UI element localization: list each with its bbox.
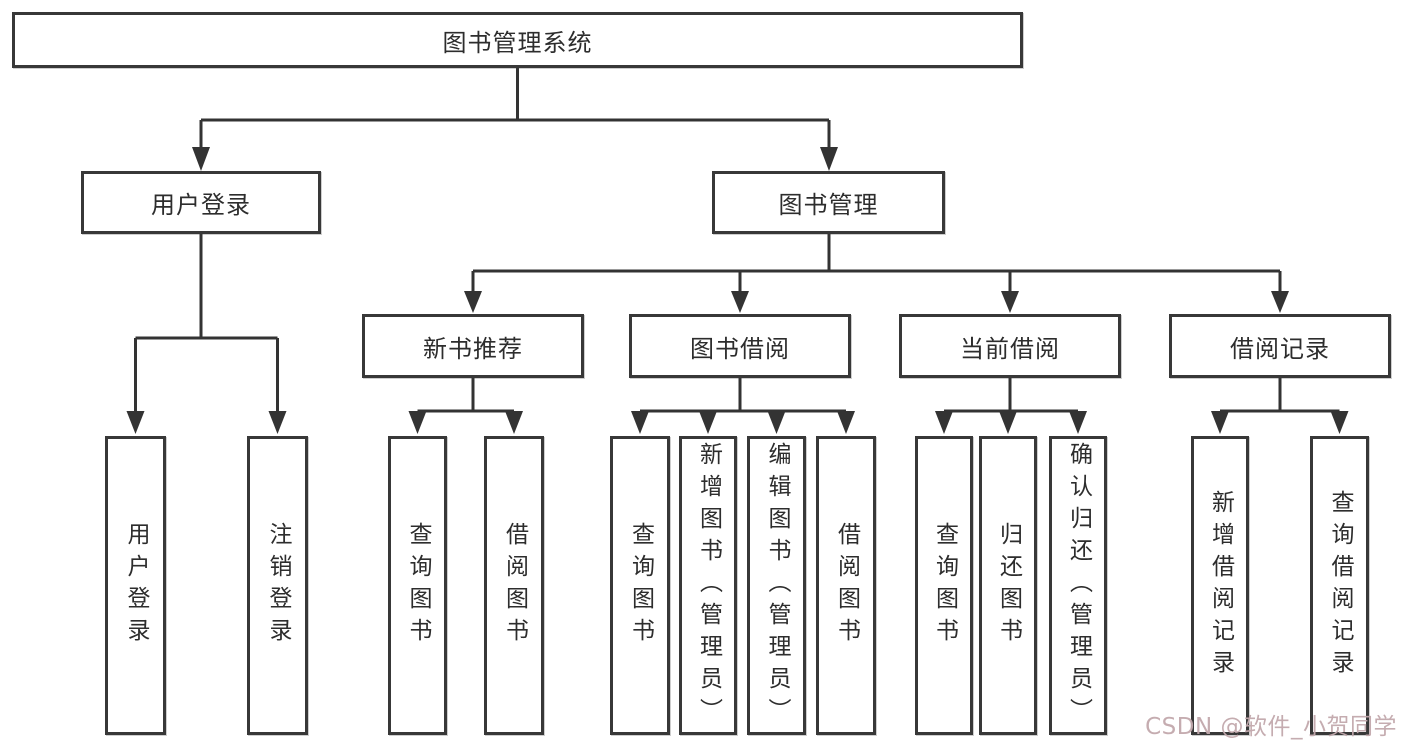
leaf-logout: 注销登录 <box>247 436 308 735</box>
connector-bookmgmt-to-level3 <box>471 234 1282 293</box>
connector-recommend-to-leaves <box>416 378 516 414</box>
leaf-borrowing-add-books-admin: 新增图书（管理员） <box>679 436 737 735</box>
node-current-borrowing: 当前借阅 <box>899 314 1121 378</box>
leaf-borrowing-edit-books-admin: 编辑图书（管理员） <box>747 436 806 735</box>
node-borrow-records: 借阅记录 <box>1169 314 1391 378</box>
arrowheads <box>126 147 1349 434</box>
leaf-current-query-books: 查询图书 <box>915 436 973 735</box>
node-new-book-recommend: 新书推荐 <box>362 314 584 378</box>
leaf-borrowing-borrow-books: 借阅图书 <box>816 436 876 735</box>
connector-root-to-level2 <box>199 68 831 150</box>
watermark: CSDN @软件_小贺同学 <box>1145 714 1397 740</box>
leaf-records-query-record: 查询借阅记录 <box>1310 436 1369 735</box>
leaf-records-add-record: 新增借阅记录 <box>1191 436 1249 735</box>
leaf-recommend-borrow-books: 借阅图书 <box>484 436 544 735</box>
node-book-borrowing: 图书借阅 <box>629 314 851 378</box>
node-root: 图书管理系统 <box>12 12 1023 68</box>
node-book-management: 图书管理 <box>712 171 945 234</box>
leaf-recommend-query-books: 查询图书 <box>388 436 447 735</box>
leaf-current-confirm-return-admin: 确认归还（管理员） <box>1049 436 1107 735</box>
connector-current-to-leaves <box>942 378 1080 414</box>
leaf-user-login: 用户登录 <box>105 436 166 735</box>
connector-records-to-leaves <box>1218 378 1341 414</box>
node-user-login: 用户登录 <box>81 171 321 234</box>
leaf-current-return-books: 归还图书 <box>979 436 1037 735</box>
connector-borrowing-to-leaves <box>638 378 848 414</box>
connector-userlogin-to-leaves <box>134 234 279 414</box>
leaf-borrowing-query-books: 查询图书 <box>610 436 670 735</box>
